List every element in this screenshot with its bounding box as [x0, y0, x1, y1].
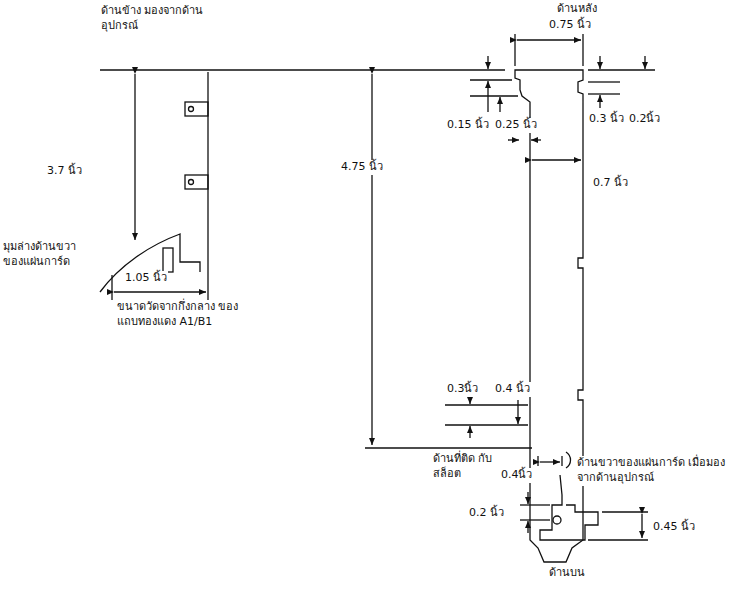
dimension-label: ขนาดวัดจากกึ่งกลาง ของแถบทองแดง A1/B1 [116, 300, 254, 330]
dimension-label: 0.4นิ้ว [500, 468, 534, 483]
dimension-label: ด้านที่ติด กับสล็อต [432, 452, 496, 482]
dimension-label: 4.75 นิ้ว [340, 160, 384, 175]
dimension-label: 0.15 นิ้ว [446, 118, 490, 133]
dimension-label: ด้านข้าง มองจากด้านอุปกรณ์ [100, 4, 222, 34]
dimension-label: 0.45 นิ้ว [652, 520, 696, 535]
dimension-label: 0.25 นิ้ว [494, 118, 538, 133]
dimension-label: 0.7 นิ้ว [592, 176, 629, 191]
dimension-label: ด้านหลัง [556, 2, 598, 17]
dimension-label: ด้านขวาของแผ่นการ์ด เมื่อมองจากด้านอุปกร… [576, 456, 728, 486]
dimension-label: 0.2 นิ้ว [468, 506, 505, 521]
dimension-label: 0.3 นิ้ว [588, 112, 625, 127]
dimension-label: 0.3นิ้ว [446, 382, 480, 397]
dimension-label: 3.7 นิ้ว [46, 164, 83, 179]
dimension-label: 0.4 นิ้ว [494, 382, 531, 397]
dimension-label: มุมล่างด้านขวา ของแผ่นการ์ด [2, 240, 100, 270]
dimension-label: 0.75 นิ้ว [548, 18, 592, 33]
dimension-label: ด้านบน [548, 566, 586, 581]
dimension-label: 0.2นิ้ว [628, 112, 662, 127]
dimension-label: 1.05 นิ้ว [124, 271, 168, 286]
